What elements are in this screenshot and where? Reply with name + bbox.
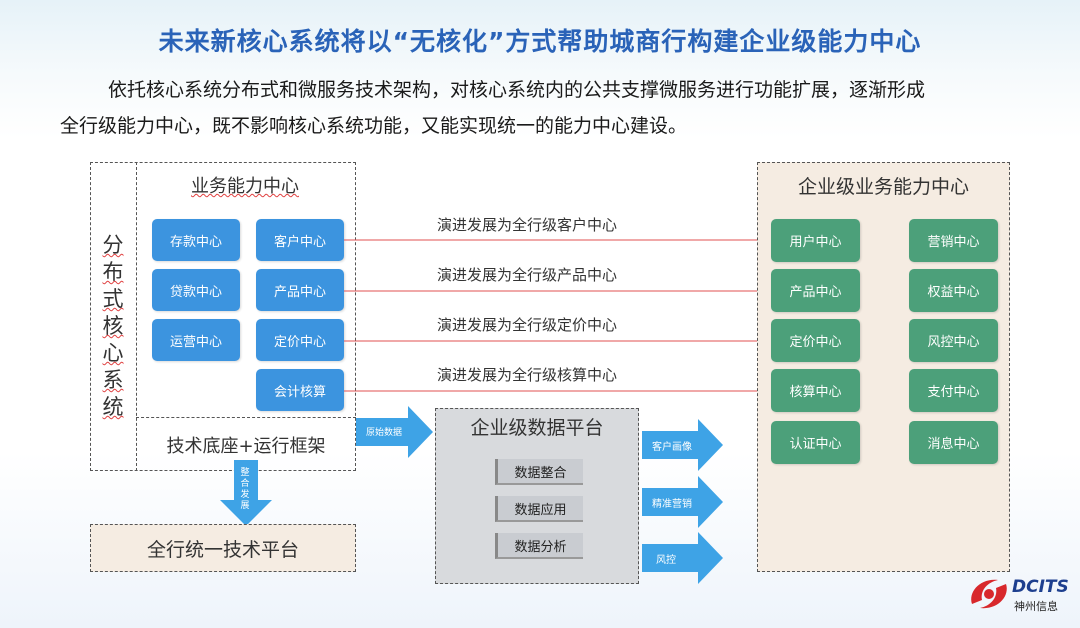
operations-center-box[interactable]: 运营中心 (152, 319, 240, 361)
vlabel-char: 系 (102, 368, 124, 392)
data-analysis-item[interactable]: 数据分析 (495, 533, 583, 559)
vlabel-char: 布 (102, 260, 124, 284)
intro-text: 依托核心系统分布式和微服务技术架构，对核心系统内的公共支撑微服务进行功能扩展，逐… (60, 72, 1020, 144)
risk-control-label: 风控 (656, 555, 676, 566)
data-application-item[interactable]: 数据应用 (495, 496, 583, 522)
risk-control-arrow-icon (642, 532, 723, 584)
precision-marketing-arrow-icon (642, 476, 723, 528)
intro-line-1: 依托核心系统分布式和微服务技术架构，对核心系统内的公共支撑微服务进行功能扩展，逐… (108, 79, 926, 101)
right-product-center-box[interactable]: 产品中心 (771, 269, 860, 312)
risk-center-box[interactable]: 风控中心 (909, 319, 998, 362)
loan-center-box[interactable]: 贷款中心 (152, 269, 240, 311)
down-arrow-label: 整合发展 (240, 468, 250, 511)
page-title: 未来新核心系统将以“无核化”方式帮助城商行构建企业级能力中心 (158, 27, 922, 56)
message-center-box[interactable]: 消息中心 (909, 421, 998, 464)
deposit-center-box[interactable]: 存款中心 (152, 219, 240, 261)
vlabel-char: 心 (102, 341, 124, 365)
precision-marketing-label: 精准营销 (652, 499, 692, 510)
flow-label-customer: 演进发展为全行级客户中心 (437, 216, 618, 234)
intro-line-2: 全行级能力中心，既不影响核心系统功能，又能实现统一的能力中心建设。 (60, 115, 688, 137)
distributed-core-divider (136, 162, 137, 471)
user-center-box[interactable]: 用户中心 (771, 219, 860, 262)
flow-label-accounting: 演进发展为全行级核算中心 (437, 366, 618, 384)
pricing-center-box[interactable]: 定价中心 (256, 319, 344, 361)
vlabel-char: 核 (102, 314, 124, 338)
logo-brand: DCITS (1012, 577, 1069, 597)
enterprise-center-title: 企业级业务能力中心 (797, 176, 969, 198)
right-pricing-center-box[interactable]: 定价中心 (771, 319, 860, 362)
marketing-center-box[interactable]: 营销中心 (909, 219, 998, 262)
distributed-core-box (90, 162, 356, 471)
flow-label-product: 演进发展为全行级产品中心 (437, 266, 618, 284)
dcits-logo-icon (971, 579, 1007, 609)
rights-center-box[interactable]: 权益中心 (909, 269, 998, 312)
tech-base-divider (136, 417, 356, 418)
data-integration-item[interactable]: 数据整合 (495, 459, 583, 485)
product-center-box[interactable]: 产品中心 (256, 269, 344, 311)
data-platform-title: 企业级数据平台 (470, 417, 604, 439)
unified-tech-platform-box: 全行统一技术平台 (90, 524, 356, 572)
customer-profile-label: 客户画像 (652, 442, 692, 453)
payment-center-box[interactable]: 支付中心 (909, 369, 998, 412)
flow-label-pricing: 演进发展为全行级定价中心 (437, 316, 618, 334)
accounting-center-box[interactable]: 核算中心 (771, 369, 860, 412)
logo-sub: 神州信息 (1014, 600, 1058, 613)
business-center-title: 业务能力中心 (191, 176, 299, 197)
distributed-core-label: 分 布 式 核 心 系 统 (98, 232, 128, 421)
vlabel-char: 统 (102, 395, 124, 419)
customer-center-box[interactable]: 客户中心 (256, 219, 344, 261)
customer-profile-arrow-icon (642, 419, 723, 471)
tech-base-label: 技术底座+运行框架 (166, 436, 326, 457)
unified-tech-platform-label: 全行统一技术平台 (146, 538, 299, 561)
down-arrow-icon (220, 460, 272, 526)
raw-data-arrow-icon (356, 406, 433, 458)
vlabel-char: 分 (102, 233, 124, 257)
auth-center-box[interactable]: 认证中心 (771, 421, 860, 464)
accounting-box[interactable]: 会计核算 (256, 369, 344, 411)
vlabel-char: 式 (102, 287, 124, 311)
raw-data-arrow-label: 原始数据 (366, 428, 403, 438)
